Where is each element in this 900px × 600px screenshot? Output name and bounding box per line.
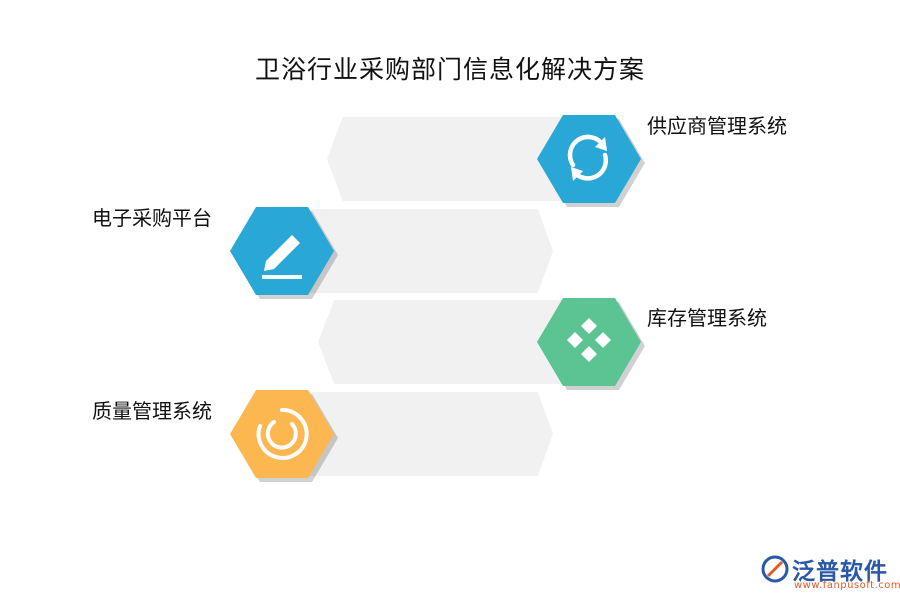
band-quality [300, 392, 553, 476]
logo-url: www.fanpusoft.com [794, 580, 900, 591]
label-supplier: 供应商管理系统 [647, 114, 787, 138]
brand-logo: 泛普软件 www.fanpusoft.com [760, 552, 900, 592]
diamond-grid-icon [567, 318, 611, 362]
logo-name: 泛普软件 [792, 559, 888, 585]
diagram-title: 卫浴行业采购部门信息化解决方案 [254, 55, 645, 84]
label-inventory: 库存管理系统 [647, 306, 767, 330]
label-procurement: 电子采购平台 [92, 206, 212, 230]
refresh-cycle-icon [567, 134, 609, 181]
circle-ring-icon [256, 407, 309, 460]
pencil-edit-icon [262, 235, 302, 279]
band-procurement [300, 209, 553, 293]
label-quality: 质量管理系统 [92, 399, 212, 423]
logo-mark-icon [761, 555, 789, 583]
